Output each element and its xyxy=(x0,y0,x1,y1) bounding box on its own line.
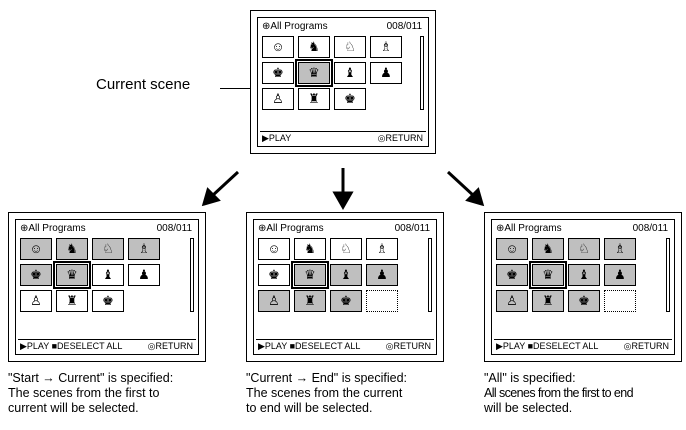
thumbnail[interactable]: ♘ xyxy=(330,238,362,260)
thumbnail-selected[interactable]: ♚ xyxy=(330,290,362,312)
caption-line: The scenes from the current xyxy=(246,386,403,400)
left-header: ⊕All Programs 008/011 xyxy=(18,222,196,236)
right-scrollbar[interactable] xyxy=(666,238,670,312)
thumbnail[interactable]: ♚ xyxy=(334,88,366,110)
thumbnail[interactable]: ☺ xyxy=(258,238,290,260)
thumbnail[interactable]: ♟ xyxy=(128,264,160,286)
thumbnail-selected[interactable]: ☺ xyxy=(496,238,528,260)
thumbnail-selected[interactable]: ♚ xyxy=(496,264,528,286)
thumbnail[interactable]: ♟ xyxy=(370,62,402,84)
caption-line: "Current → End" is specified: xyxy=(246,371,408,385)
thumbnail[interactable]: ♜ xyxy=(298,88,330,110)
play-deselect-label: ▶PLAY ■DESELECT ALL xyxy=(496,341,599,351)
top-header: ⊕All Programs 008/011 xyxy=(260,20,426,34)
left-screen: ⊕All Programs 008/011 ☺ ♞ ♘ ♗ ♚ ♛ ♝ ♟ ♙ … xyxy=(8,212,206,362)
left-scrollbar[interactable] xyxy=(190,238,194,312)
right-footer: ▶PLAY ■DESELECT ALL ◎RETURN xyxy=(494,339,672,352)
thumbnail-selected[interactable]: ♚ xyxy=(20,264,52,286)
right-title: ⊕All Programs xyxy=(496,223,562,234)
top-scrollbar[interactable] xyxy=(420,36,424,110)
middle-footer: ▶PLAY ■DESELECT ALL ◎RETURN xyxy=(256,339,434,352)
return-label: ◎RETURN xyxy=(623,341,669,351)
thumbnail-selected[interactable]: ♗ xyxy=(604,238,636,260)
current-scene-label: Current scene xyxy=(96,76,191,93)
return-label: ◎RETURN xyxy=(385,341,431,351)
thumbnail[interactable]: ♞ xyxy=(298,36,330,58)
top-title: ⊕All Programs xyxy=(262,21,328,32)
top-screen: ⊕All Programs 008/011 ☺ ♞ ♘ ♗ ♚ ♛ ♝ ♟ ♙ … xyxy=(250,10,436,154)
middle-caption: "Current → End" is specified: The scenes… xyxy=(246,371,426,416)
thumbnail-selected[interactable]: ♟ xyxy=(366,264,398,286)
top-counter: 008/011 xyxy=(386,21,422,32)
middle-scrollbar[interactable] xyxy=(428,238,432,312)
play-deselect-label: ▶PLAY ■DESELECT ALL xyxy=(20,341,123,351)
left-title: ⊕All Programs xyxy=(20,223,86,234)
thumbnail[interactable]: ♙ xyxy=(20,290,52,312)
middle-counter: 008/011 xyxy=(394,223,430,234)
return-label: ◎RETURN xyxy=(147,341,193,351)
thumbnail-selected[interactable]: ♙ xyxy=(258,290,290,312)
thumbnail[interactable]: ♜ xyxy=(56,290,88,312)
thumbnail-selected[interactable]: ♙ xyxy=(496,290,528,312)
thumbnail-selected[interactable]: ♚ xyxy=(568,290,600,312)
arrow-down-icon xyxy=(332,168,354,211)
thumbnail-current[interactable]: ♛ xyxy=(53,261,91,289)
thumbnail[interactable]: ♙ xyxy=(262,88,294,110)
right-screen: ⊕All Programs 008/011 ☺ ♞ ♘ ♗ ♚ ♛ ♝ ♟ ♙ … xyxy=(484,212,682,362)
thumbnail-selected[interactable]: ♜ xyxy=(532,290,564,312)
thumbnail[interactable]: ♗ xyxy=(370,36,402,58)
caption-line: will be selected. xyxy=(484,401,573,415)
thumbnail[interactable]: ♝ xyxy=(334,62,366,84)
thumbnail[interactable]: ♝ xyxy=(92,264,124,286)
play-label: ▶PLAY xyxy=(262,133,292,143)
thumbnail-selected[interactable]: ♟ xyxy=(604,264,636,286)
left-caption: "Start → Current" is specified: The scen… xyxy=(8,371,188,416)
caption-line: to end will be selected. xyxy=(246,401,373,415)
caption-line: The scenes from the first to xyxy=(8,386,160,400)
thumbnail-empty xyxy=(366,290,398,312)
thumbnail[interactable]: ♚ xyxy=(258,264,290,286)
left-footer: ▶PLAY ■DESELECT ALL ◎RETURN xyxy=(18,339,196,352)
arrow-down-left-icon xyxy=(201,170,240,207)
play-deselect-label: ▶PLAY ■DESELECT ALL xyxy=(258,341,361,351)
caption-line: "All" is specified: xyxy=(484,371,576,385)
return-label: ◎RETURN xyxy=(377,133,423,143)
thumbnail-selected[interactable]: ♝ xyxy=(330,264,362,286)
middle-header: ⊕All Programs 008/011 xyxy=(256,222,434,236)
thumbnail-current[interactable]: ♛ xyxy=(291,261,329,289)
right-caption: "All" is specified: All scenes from the … xyxy=(484,371,684,416)
arrow-down-right-icon xyxy=(446,170,485,207)
right-header: ⊕All Programs 008/011 xyxy=(494,222,672,236)
thumbnail[interactable]: ♘ xyxy=(334,36,366,58)
left-counter: 008/011 xyxy=(156,223,192,234)
thumbnail[interactable]: ☺ xyxy=(262,36,294,58)
thumbnail-current[interactable]: ♛ xyxy=(295,59,333,87)
caption-line: current will be selected. xyxy=(8,401,139,415)
caption-line: All scenes from the first to end xyxy=(484,386,634,400)
thumbnail-empty xyxy=(604,290,636,312)
middle-title: ⊕All Programs xyxy=(258,223,324,234)
thumbnail-selected[interactable]: ☺ xyxy=(20,238,52,260)
caption-line: "Start → Current" is specified: xyxy=(8,371,174,385)
top-footer: ▶PLAY ◎RETURN xyxy=(260,131,426,144)
thumbnail-selected[interactable]: ♞ xyxy=(532,238,564,260)
thumbnail[interactable]: ♚ xyxy=(92,290,124,312)
right-counter: 008/011 xyxy=(632,223,668,234)
thumbnail[interactable]: ♗ xyxy=(366,238,398,260)
thumbnail-selected[interactable]: ♜ xyxy=(294,290,326,312)
thumbnail-selected[interactable]: ♘ xyxy=(92,238,124,260)
middle-screen: ⊕All Programs 008/011 ☺ ♞ ♘ ♗ ♚ ♛ ♝ ♟ ♙ … xyxy=(246,212,444,362)
thumbnail-selected[interactable]: ♞ xyxy=(56,238,88,260)
thumbnail[interactable]: ♞ xyxy=(294,238,326,260)
thumbnail-selected[interactable]: ♝ xyxy=(568,264,600,286)
thumbnail-current[interactable]: ♛ xyxy=(529,261,567,289)
thumbnail[interactable]: ♚ xyxy=(262,62,294,84)
thumbnail-selected[interactable]: ♗ xyxy=(128,238,160,260)
thumbnail-selected[interactable]: ♘ xyxy=(568,238,600,260)
